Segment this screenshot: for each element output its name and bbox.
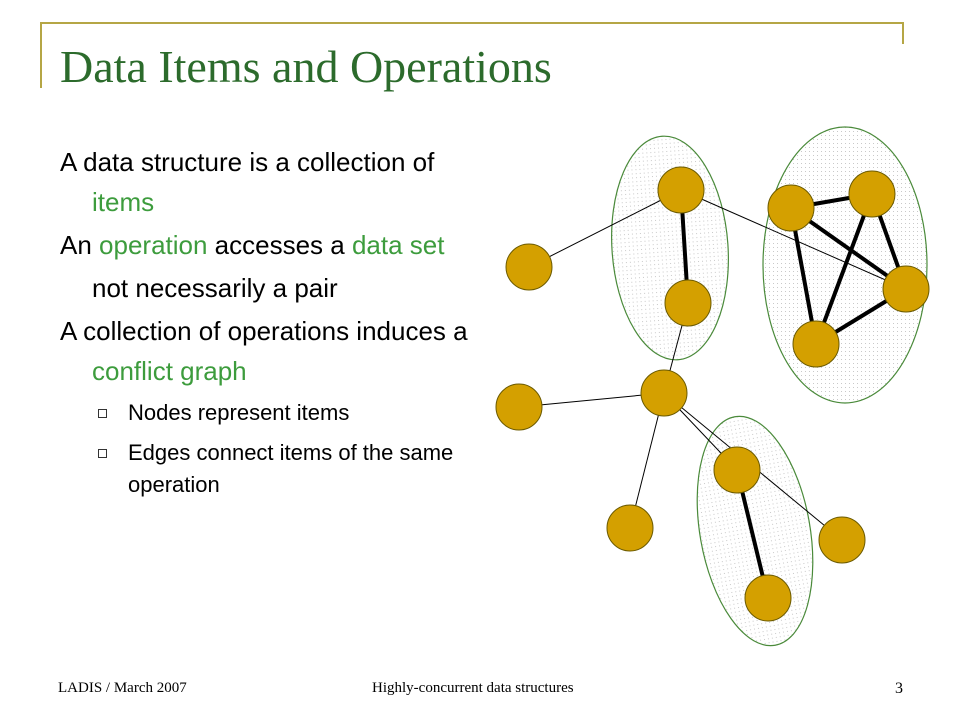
graph-node-e	[848, 170, 896, 218]
footer-event: LADIS / March 2007	[58, 680, 187, 696]
graph-node-j	[606, 504, 654, 552]
body-paragraph: A collection of operations induces a con…	[60, 311, 480, 391]
graph-node-g	[792, 320, 840, 368]
frame-left-rule	[40, 22, 42, 88]
highlighted-term: conflict graph	[92, 356, 247, 386]
text-run: not necessarily a pair	[92, 273, 338, 303]
graph-edge-a-c	[528, 189, 682, 268]
body-paragraph: not necessarily a pair	[60, 268, 480, 308]
graph-node-h	[640, 369, 688, 417]
square-bullet-icon	[98, 449, 107, 458]
footer-title: Highly-concurrent data structures	[372, 680, 574, 696]
graph-node-l	[818, 516, 866, 564]
graph-node-f	[882, 265, 930, 313]
graph-node-a	[657, 166, 705, 214]
slide-body: A data structure is a collection of item…	[60, 142, 480, 509]
page-number: 3	[895, 680, 903, 697]
highlighted-term: operation	[99, 230, 208, 260]
operation-cluster-left-op	[611, 135, 729, 361]
graph-node-d	[767, 184, 815, 232]
graph-node-c	[505, 243, 553, 291]
text-run: Edges connect items of the same operatio…	[128, 440, 454, 497]
text-run: An	[60, 230, 100, 260]
sub-bullet-item: Nodes represent items	[60, 397, 480, 429]
text-run: A collection of operations induces a	[60, 316, 468, 346]
graph-node-k	[713, 446, 761, 494]
frame-top-rule	[40, 22, 904, 24]
graph-node-b	[664, 279, 712, 327]
operation-cluster-bottom-op	[696, 415, 814, 647]
highlighted-term: data set	[351, 230, 445, 260]
graph-edge-e-g	[814, 193, 874, 345]
sub-bullet-item: Edges connect items of the same operatio…	[60, 437, 480, 501]
body-paragraph: An operation accesses a data set	[60, 225, 480, 265]
slide-title: Data Items and Operations	[60, 41, 552, 92]
frame-right-rule	[902, 22, 904, 44]
square-bullet-icon	[98, 409, 107, 418]
text-run: Nodes represent items	[128, 400, 350, 425]
graph-node-i	[495, 383, 543, 431]
text-run: A data structure is a collection of	[60, 147, 435, 177]
graph-edge-a-f	[680, 189, 907, 290]
highlighted-term: items	[92, 187, 155, 217]
graph-edge-h-i	[518, 392, 665, 408]
text-run: accesses a	[207, 230, 352, 260]
conflict-graph-diagram	[495, 126, 930, 647]
graph-node-m	[744, 574, 792, 622]
body-paragraph: A data structure is a collection of item…	[60, 142, 480, 222]
